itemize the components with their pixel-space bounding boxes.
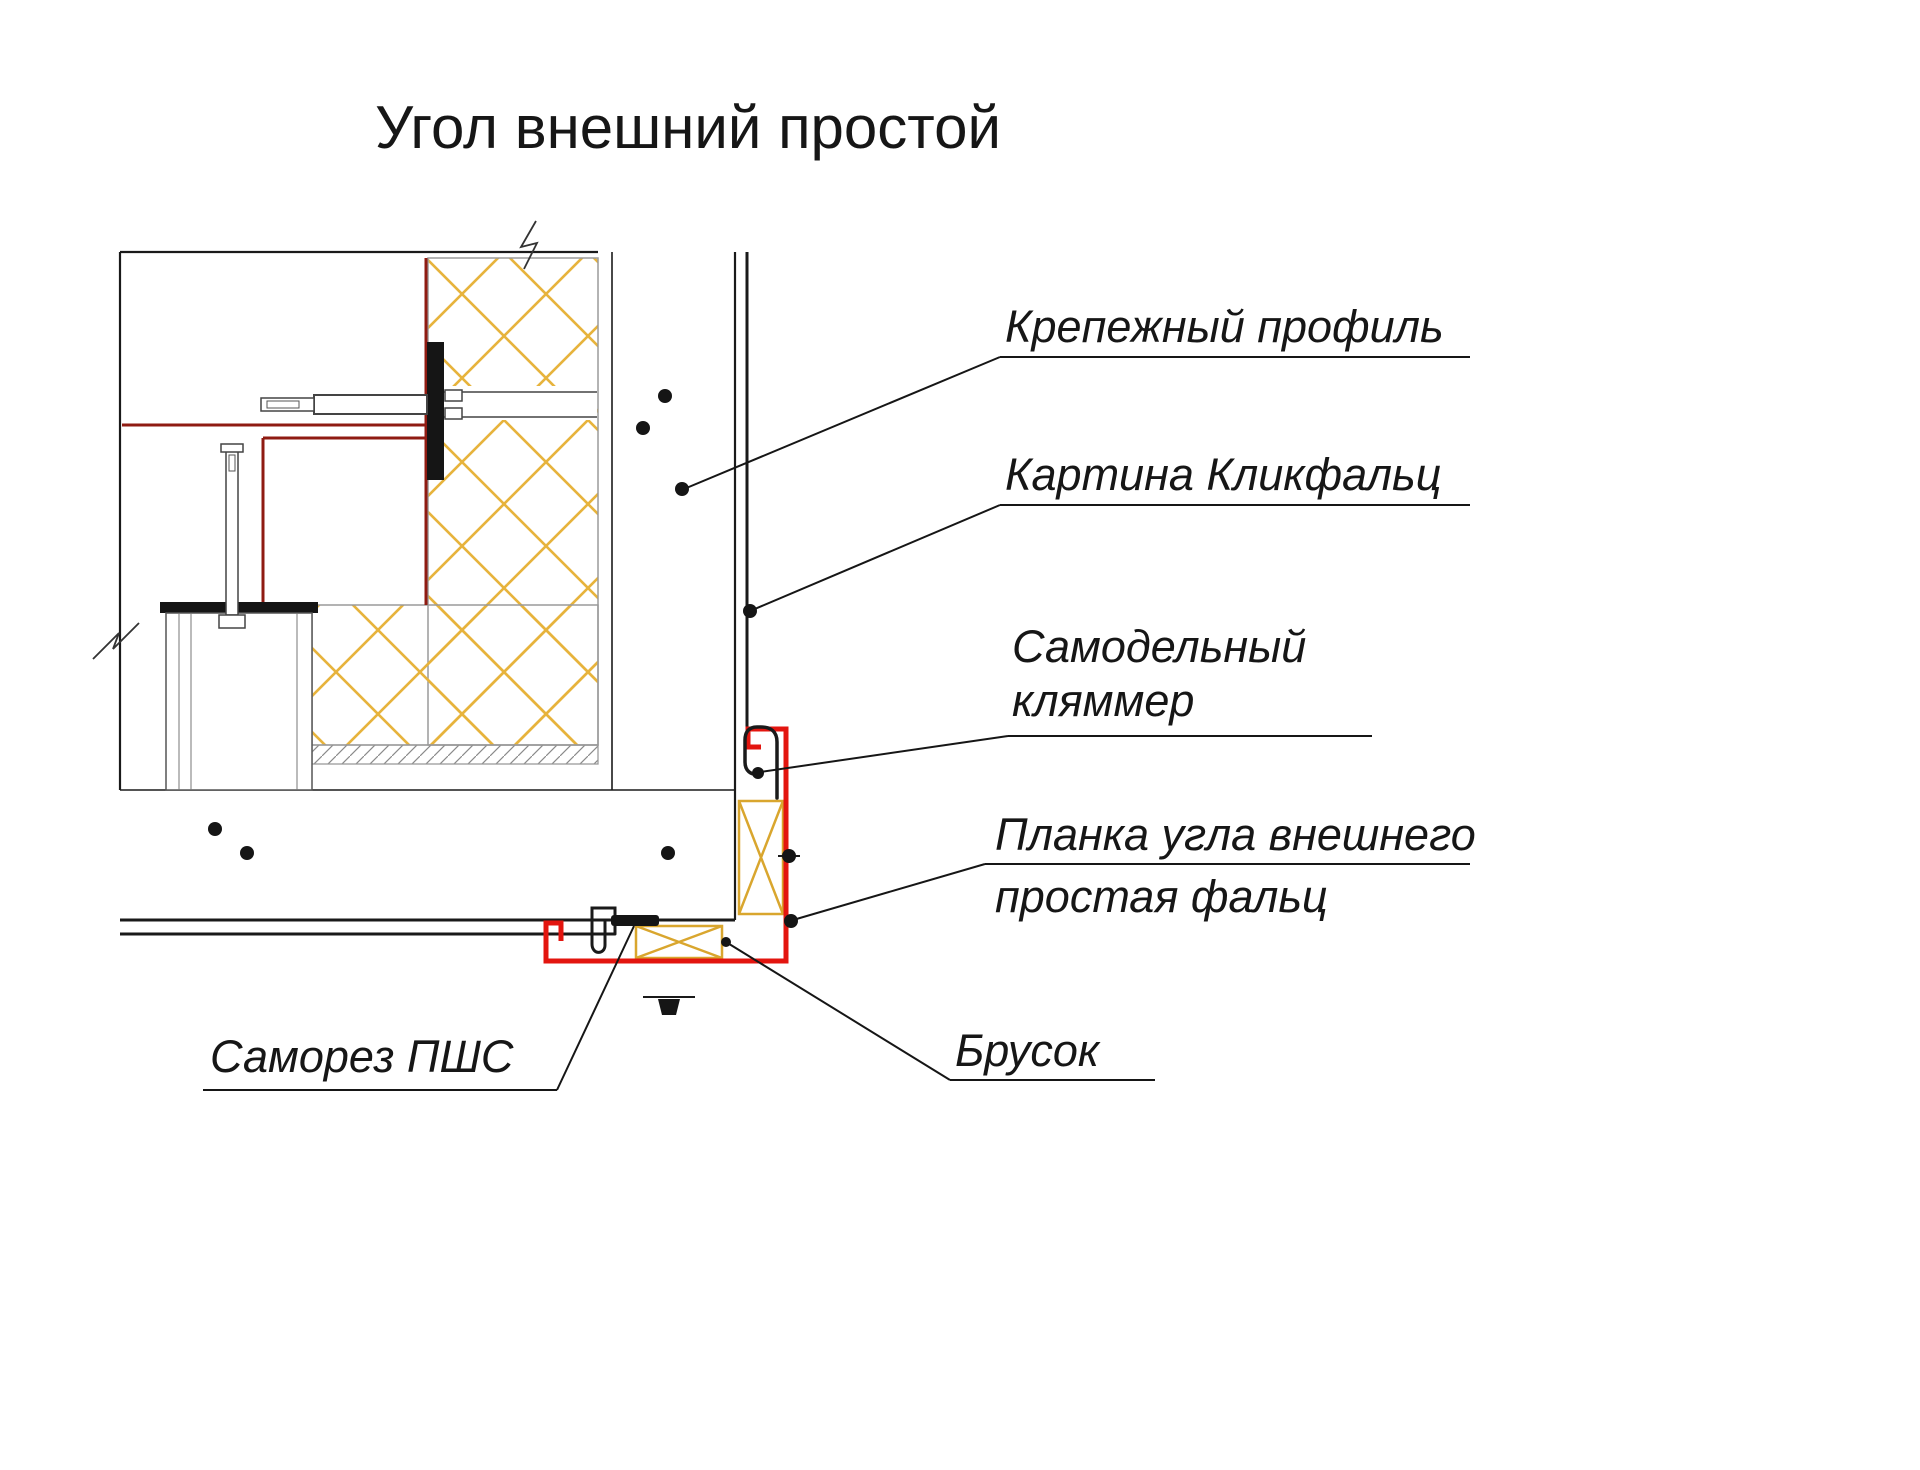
label-homemade-clamp-line1: Самодельный [1012, 621, 1306, 672]
clamp-fastener-dot [752, 767, 764, 779]
label-klikfalz-panel: Картина Кликфальц [1005, 449, 1441, 500]
vapour-barrier-lines [122, 258, 428, 605]
flashing-screw-dot [782, 849, 796, 863]
screw-head-plate [611, 915, 659, 926]
label-mounting-profile: Крепежный профиль [1005, 301, 1444, 352]
corner-flashing-strip [543, 726, 789, 964]
homemade-clamp [743, 725, 779, 800]
wall-bracket-anchor [260, 342, 597, 480]
page-title: Угол внешний простой [375, 94, 1001, 161]
leader-screw [203, 925, 635, 1091]
label-wood-block: Брусок [955, 1025, 1101, 1076]
mounting-profile-target-dot [675, 482, 689, 496]
bolt-nut [218, 614, 246, 629]
wood-block-horizontal [634, 924, 724, 960]
label-screw: Саморез ПШС [210, 1031, 514, 1082]
break-mark-top [519, 220, 539, 270]
leader-mounting-profile [683, 356, 1470, 490]
wood-blocks [634, 799, 785, 960]
membrane-strip [311, 744, 599, 765]
break-mark-left [92, 622, 140, 660]
leader-corner-strip [792, 863, 1470, 921]
bolt-shaft [225, 449, 239, 616]
profile-cap [160, 602, 318, 613]
label-corner-strip-line2: простая фальц [995, 871, 1328, 922]
bracket-plate [427, 342, 444, 480]
bottom-screw-head [658, 999, 680, 1015]
panel-seam-hook [590, 906, 617, 954]
profile-and-bolt [160, 443, 318, 791]
leader-klikfalz-panel [749, 504, 1470, 612]
panel-seam-and-screws [590, 849, 800, 1015]
leader-wood-block [725, 941, 1155, 1081]
break-marks [92, 220, 539, 660]
label-corner-strip-line1: Планка угла внешнего [995, 809, 1476, 860]
fastener-dots [208, 389, 798, 947]
label-homemade-clamp-line2: кляммер [1012, 675, 1194, 726]
wood-block-vertical [737, 799, 785, 916]
corner-strip-target-dot [784, 914, 798, 928]
leader-lines [203, 356, 1470, 1091]
insulation-mineral-wool [311, 257, 599, 765]
leader-homemade-clamp [759, 735, 1372, 773]
